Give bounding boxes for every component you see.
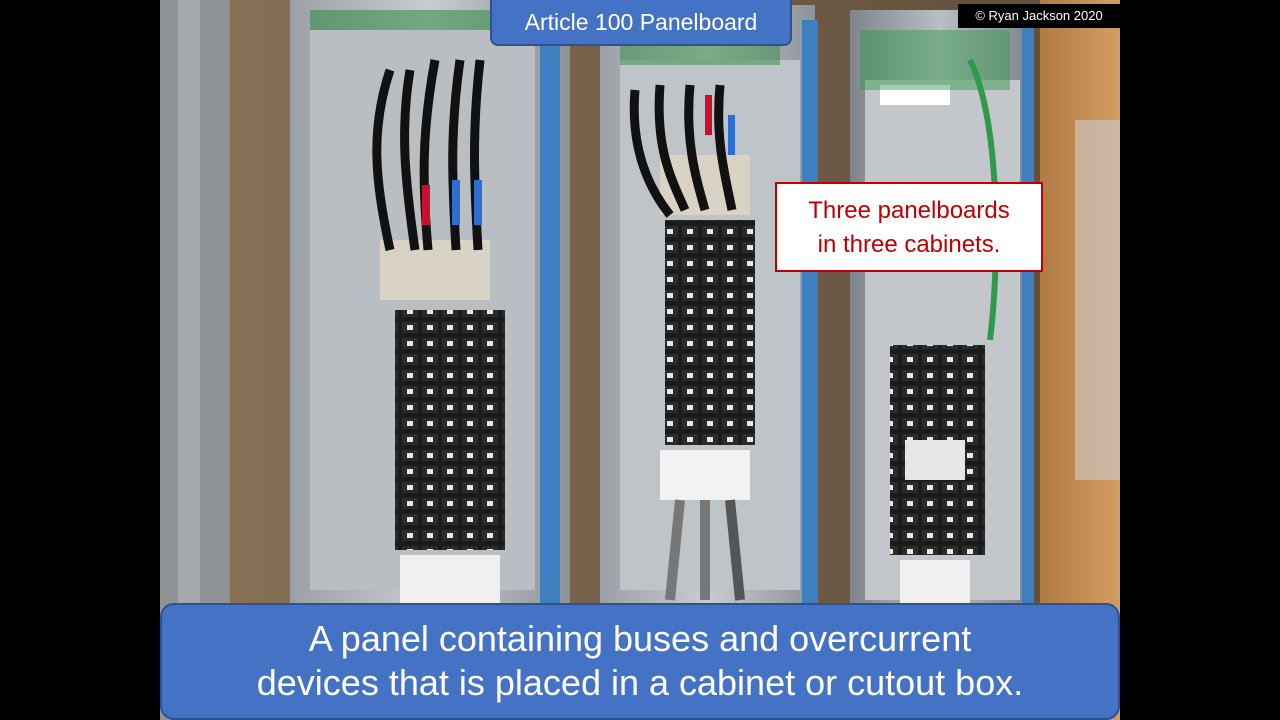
caption-line-2: devices that is placed in a cabinet or c… <box>256 662 1024 703</box>
slide: Article 100 Panelboard © Ryan Jackson 20… <box>160 0 1120 720</box>
caption-line-1: A panel containing buses and overcurrent <box>308 618 972 659</box>
copyright-notice: © Ryan Jackson 2020 <box>958 4 1120 28</box>
callout-line-1: Three panelboards <box>808 197 1010 224</box>
definition-caption: A panel containing buses and overcurrent… <box>160 603 1120 720</box>
panelboard-photo <box>160 0 1120 720</box>
slide-title: Article 100 Panelboard <box>490 0 792 46</box>
callout-box: Three panelboards in three cabinets. <box>775 182 1043 272</box>
callout-line-2: in three cabinets. <box>817 231 1001 258</box>
